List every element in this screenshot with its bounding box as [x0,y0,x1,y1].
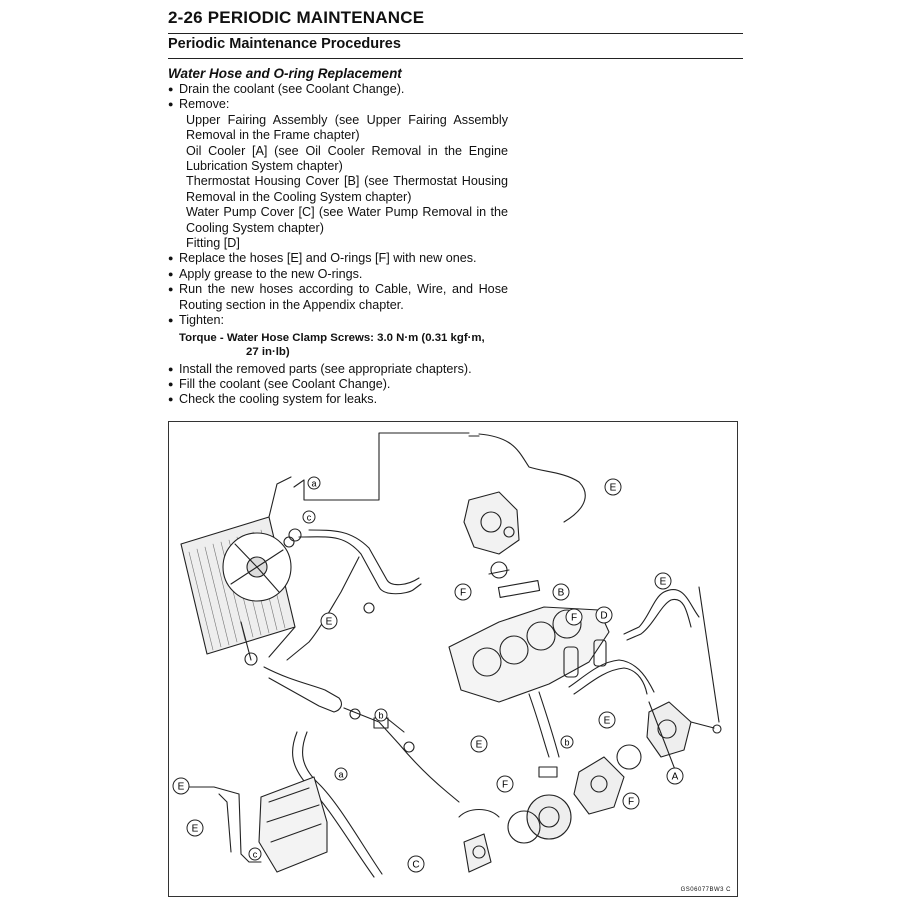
callout-b: b [374,708,388,722]
callout-b: b [560,735,574,749]
svg-text:b: b [564,738,569,748]
procedure-title: Water Hose and O-ring Replacement [168,66,402,81]
step-continuation: Routing section in the Appendix chapter. [179,297,404,312]
torque-spec: Torque - Water Hose Clamp Screws: 3.0 N·… [168,331,508,359]
callout-F: F [496,775,514,793]
callout-c: c [248,847,262,861]
svg-text:A: A [672,772,679,783]
svg-text:F: F [571,613,577,624]
callout-E: E [598,711,616,729]
callout-c: c [302,510,316,524]
svg-text:c: c [253,850,258,860]
callout-a: a [334,767,348,781]
svg-text:E: E [192,824,199,835]
svg-text:E: E [604,716,611,727]
callout-F: F [622,792,640,810]
step-item: Drain the coolant (see Coolant Change). [168,82,508,98]
svg-text:E: E [326,617,333,628]
reserve-hose-e [218,793,232,853]
callout-E: E [470,735,488,753]
svg-text:E: E [476,740,483,751]
callout-E: E [320,612,338,630]
step-item: Remove: [168,97,508,113]
svg-text:C: C [412,860,419,871]
procedure-body: Drain the coolant (see Coolant Change).R… [168,82,508,408]
step-continuation: Upper Fairing Assembly (see Upper Fairin… [186,112,508,127]
hose-e-middle [568,659,655,693]
step-item: Replace the hoses [E] and O-rings [F] wi… [168,251,508,267]
title-rule [168,33,743,34]
water-pump-cover [526,794,572,840]
torque-line-1: Torque - Water Hose Clamp Screws: 3.0 N·… [179,331,485,344]
svg-text:a: a [338,770,343,780]
o-ring-f-lower [616,744,642,770]
svg-text:c: c [307,513,312,523]
callout-E: E [172,777,190,795]
figure-code: GS06077BW3 C [680,887,731,893]
step-item: Check the cooling system for leaks. [168,392,508,408]
svg-text:F: F [628,797,634,808]
overflow-line [293,432,470,501]
step-continuation: Cooling System chapter) [186,220,324,235]
step-continuation: Water Pump Cover [C] (see Water Pump Rem… [186,205,508,220]
step-item: Run the new hoses according to Cable, Wi… [168,282,508,298]
step-item: Install the removed parts (see appropria… [168,362,508,378]
svg-text:F: F [460,588,466,599]
page-title: 2-26 PERIODIC MAINTENANCE [168,8,425,27]
callout-E: E [604,478,622,496]
pump-body [573,756,625,815]
step-item: Tighten: [168,313,508,329]
step-item: Fill the coolant (see Coolant Change). [168,377,508,393]
svg-text:D: D [600,611,607,622]
reserve-tank [258,776,328,873]
torque-line-2: 27 in·lb) [246,345,290,358]
cylinder-head [448,606,610,703]
callout-A: A [666,767,684,785]
thermostat-housing [463,491,520,555]
step-continuation: Fitting [D] [186,236,240,251]
callout-D: D [595,606,613,624]
svg-text:B: B [558,588,565,599]
step-continuation: Thermostat Housing Cover [B] (see Thermo… [186,174,508,189]
step-continuation: Oil Cooler [A] (see Oil Cooler Removal i… [186,143,508,158]
step-item: Apply grease to the new O-rings. [168,267,508,283]
callout-F: F [454,583,472,601]
svg-text:a: a [311,479,316,489]
upper-hose-e-left [298,536,422,595]
hose-e-right [623,589,700,635]
callout-F: F [565,608,583,626]
hose-e-top [478,433,586,523]
callout-a: a [307,476,321,490]
lower-hose-e [263,666,343,713]
o-ring-f [507,810,541,844]
callout-B: B [552,583,570,601]
svg-text:F: F [502,780,508,791]
section-title: Periodic Maintenance Procedures [168,36,401,52]
step-continuation: Removal in the Cooling System chapter) [186,189,412,204]
callout-C: C [407,855,425,873]
callout-E: E [654,572,672,590]
svg-text:E: E [178,782,185,793]
procedure-steps-final: Install the removed parts (see appropria… [168,362,508,409]
step-continuation: Removal in the Frame chapter) [186,128,360,143]
svg-text:E: E [610,483,617,494]
svg-text:E: E [660,577,667,588]
step-continuation: Lubrication System chapter) [186,159,343,174]
procedure-steps: Drain the coolant (see Coolant Change).R… [168,82,508,329]
callout-E: E [186,819,204,837]
oil-cooler [646,701,692,758]
section-rule [168,58,743,59]
svg-text:b: b [378,711,383,721]
